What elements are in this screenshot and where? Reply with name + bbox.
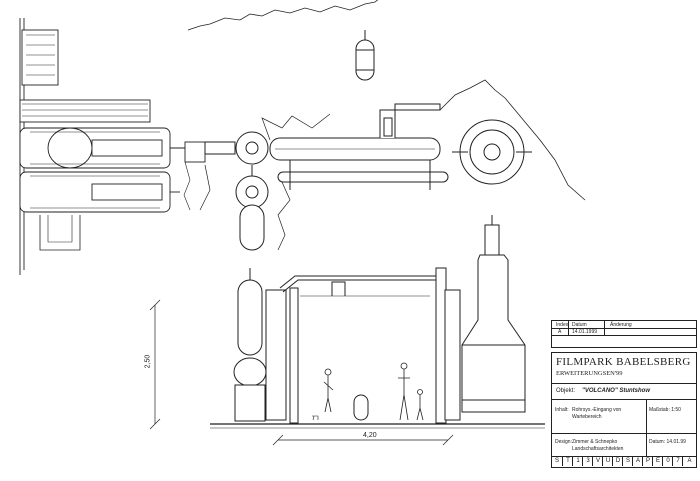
inhalt-value-1: Rohrsys.-Eingang von [572,407,622,413]
drawing-code-row: S T 1 3 V U D S A P E 0 7 A [552,456,696,466]
design-label: Design: [555,439,572,445]
revision-header-date: Datum [572,322,587,328]
rock-outline-top [187,0,379,31]
height-dimension-label: 2,50 [144,354,152,369]
project-title: FILMPARK BABELSBERG [556,356,691,368]
code-cell: E [652,456,663,466]
revision-row-date: 14.01.1999 [572,329,598,335]
title-block: FILMPARK BABELSBERG ERWEITERUNGSEN'99 Ob… [551,352,697,468]
hanging-tank [355,30,375,81]
project-subtitle: ERWEITERUNGSEN'99 [556,370,623,377]
revision-header-change: Änderung [610,322,632,328]
code-cell: S [554,458,559,464]
object-value: "VOLCANO" Stuntshow [582,388,651,394]
right-wheel [439,79,586,201]
code-cell: 3 [582,456,593,466]
person-figures [312,362,424,421]
code-cell: D [612,456,623,466]
revision-header-index: Index [556,322,569,328]
code-cell: A [632,456,643,466]
design-value-2: Landschaftsarchitekten [572,446,624,452]
code-cell: 7 [672,456,683,466]
code-cell: U [602,456,613,466]
object-label: Objekt: [556,388,576,394]
datum: Datum: 14.01.99 [649,439,686,445]
ground-structures [210,267,545,429]
tall-tank [461,215,526,413]
left-machinery [19,18,206,275]
code-cell: 0 [662,456,673,466]
inhalt-value-2: Wartebereich [572,414,602,420]
revision-row-index: A [558,329,562,335]
center-pipework [199,103,449,251]
code-cell: 1 [572,456,583,466]
code-cell: T [562,456,573,466]
massstab: Maßstab: 1:50 [649,407,681,413]
width-dimension-label: 4,20 [361,432,379,439]
revision-table: Index Datum Änderung A 14.01.1999 [551,320,697,348]
design-value-1: Zimmer & Schnepko [572,439,618,445]
inhalt-label: Inhalt: [555,407,569,413]
code-cell: A [682,456,696,466]
code-cell: P [642,456,653,466]
dimension-lines [149,299,454,446]
code-cell: V [592,456,603,466]
code-cell: S [622,456,633,466]
